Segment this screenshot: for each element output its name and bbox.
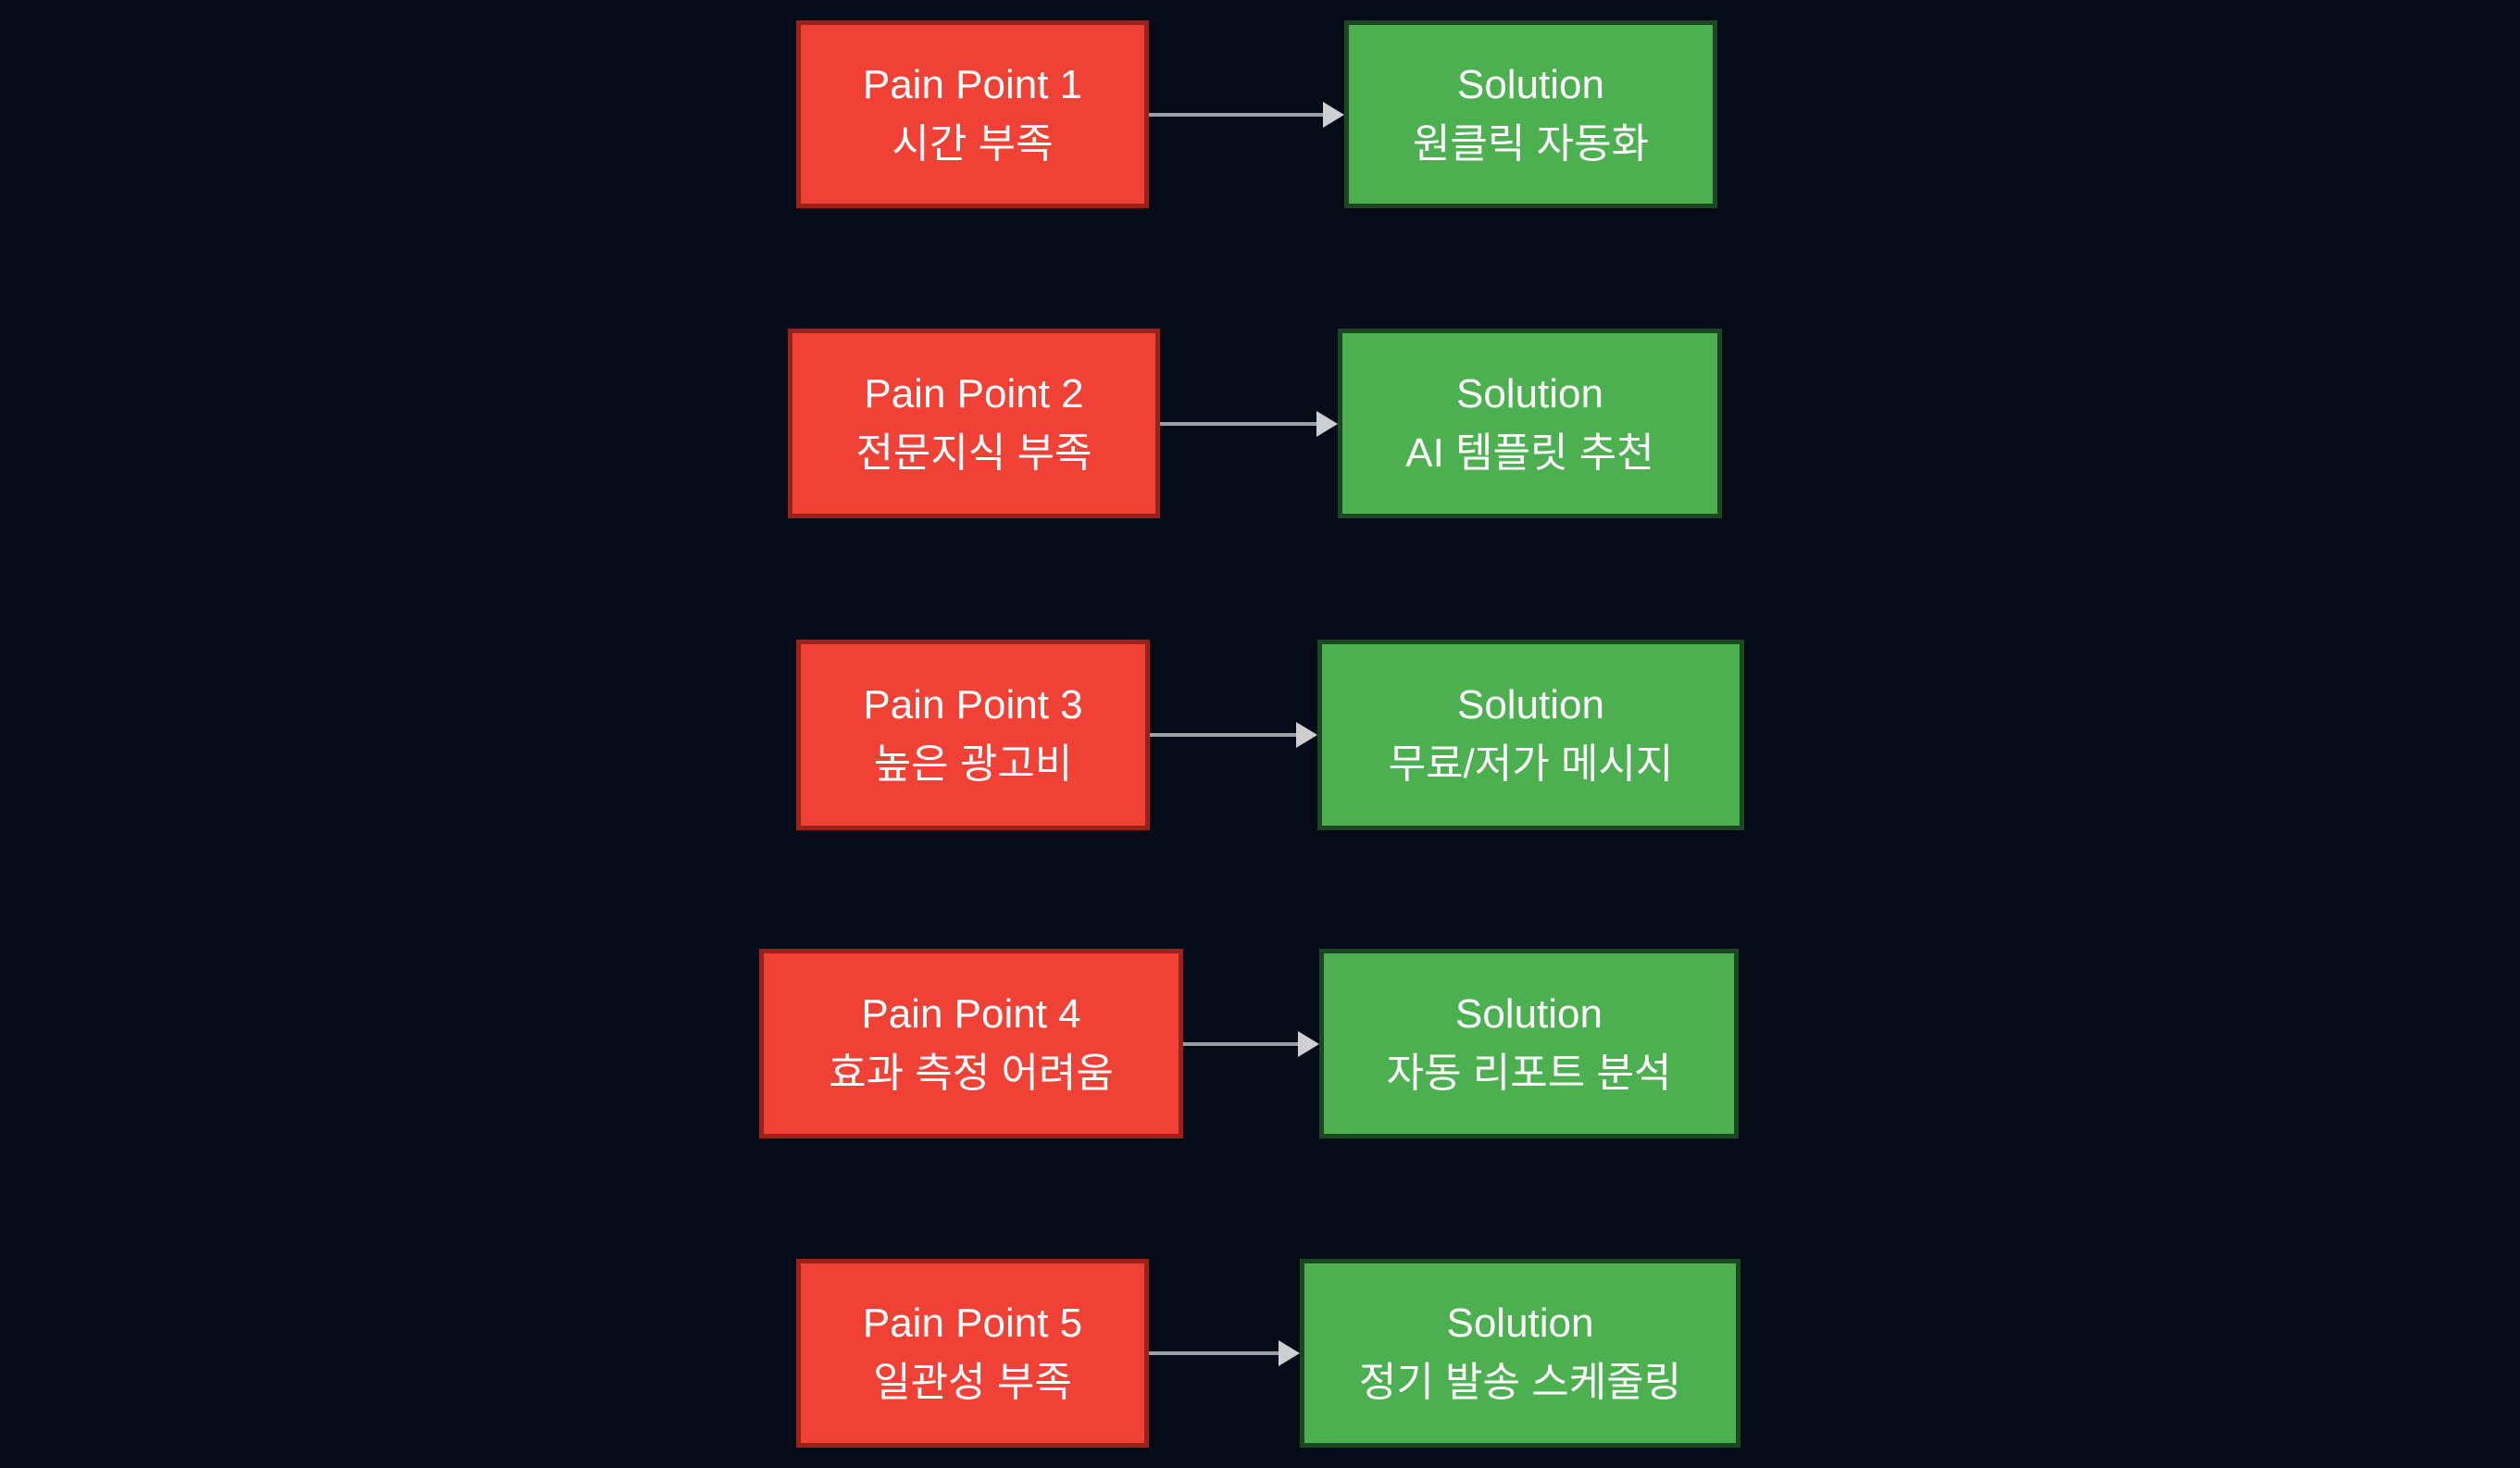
solution-box: Solution 무료/저가 메시지 [1317,640,1744,830]
solution-subtitle: 정기 발송 스케줄링 [1358,1360,1682,1405]
pain-point-subtitle: 높은 광고비 [873,741,1073,787]
arrow-head-icon [1296,722,1317,748]
pain-point-title: Pain Point 3 [863,682,1083,728]
arrow-line [1149,112,1328,117]
pain-point-box: Pain Point 5 일관성 부족 [796,1259,1149,1448]
solution-subtitle: 무료/저가 메시지 [1388,741,1674,787]
solution-title: Solution [1446,1300,1594,1347]
solution-title: Solution [1456,61,1604,107]
solution-subtitle: 원클릭 자동화 [1412,120,1650,167]
pain-point-subtitle: 전문지식 부족 [855,429,1092,476]
pain-point-title: Pain Point 4 [861,990,1081,1037]
pain-point-box: Pain Point 1 시간 부족 [796,20,1149,208]
pain-point-box: Pain Point 3 높은 광고비 [796,640,1150,830]
solution-box: Solution 정기 발송 스케줄링 [1300,1259,1740,1448]
solution-subtitle: AI 템플릿 추천 [1405,429,1654,476]
arrow-line [1150,733,1301,737]
arrow-line [1183,1041,1303,1046]
connector-arrow [1160,329,1338,518]
pain-point-subtitle: 시간 부족 [892,120,1054,167]
arrow-head-icon [1298,1030,1319,1057]
connector-arrow [1149,1259,1300,1448]
solution-subtitle: 자동 리포트 분석 [1386,1050,1672,1096]
arrow-head-icon [1323,101,1344,128]
pain-point-box: Pain Point 2 전문지식 부족 [788,329,1160,518]
solution-title: Solution [1456,682,1604,728]
solution-title: Solution [1454,990,1603,1037]
connector-arrow [1149,20,1344,208]
pain-point-subtitle: 효과 측정 어려움 [829,1050,1114,1096]
arrow-line [1160,421,1321,426]
solution-box: Solution 자동 리포트 분석 [1319,949,1739,1138]
pain-point-title: Pain Point 5 [862,1300,1083,1347]
solution-box: Solution 원클릭 자동화 [1344,20,1717,208]
pain-point-title: Pain Point 2 [864,370,1084,417]
pain-point-subtitle: 일관성 부족 [873,1360,1072,1405]
solution-title: Solution [1455,370,1603,417]
arrow-head-icon [1316,410,1338,437]
arrow-head-icon [1279,1340,1300,1366]
solution-box: Solution AI 템플릿 추천 [1338,329,1722,518]
connector-arrow [1183,949,1319,1138]
connector-arrow [1150,640,1317,830]
pain-point-title: Pain Point 1 [862,61,1083,107]
pain-point-box: Pain Point 4 효과 측정 어려움 [759,949,1183,1138]
arrow-line [1149,1351,1283,1355]
